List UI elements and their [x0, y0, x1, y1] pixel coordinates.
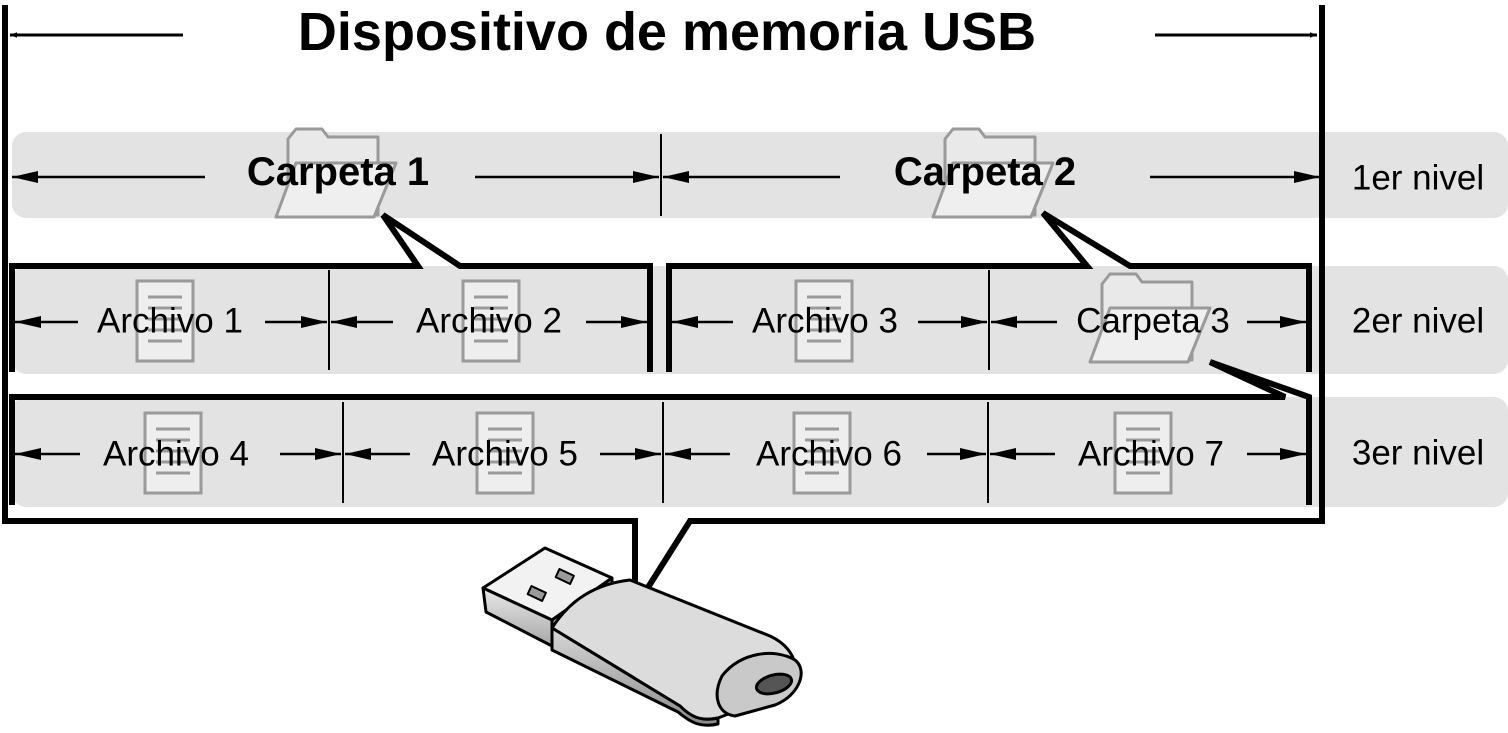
archivo-6-label: Archivo 6 [756, 434, 902, 474]
archivo-2-label: Archivo 2 [416, 301, 562, 341]
level-2-label: 2er nivel [1351, 301, 1485, 341]
carpeta-3-contents-frame [9, 359, 1312, 505]
archivo-1-label: Archivo 1 [97, 301, 243, 341]
carpeta-2-label: Carpeta 2 [893, 150, 1077, 194]
level-3-label: 3er nivel [1351, 433, 1485, 473]
archivo-7-label: Archivo 7 [1078, 434, 1224, 474]
carpeta-2-contents-frame [666, 210, 1312, 372]
usb-drive-icon [481, 546, 803, 727]
carpeta-3-label: Carpeta 3 [1076, 301, 1230, 341]
diagram-title: Dispositivo de memoria USB [297, 2, 1037, 62]
carpeta-1-contents-frame [9, 212, 653, 372]
level-1-band [12, 132, 1508, 218]
carpeta-1-label: Carpeta 1 [246, 150, 430, 194]
archivo-5-label: Archivo 5 [432, 434, 578, 474]
level-1-label: 1er nivel [1351, 158, 1485, 198]
archivo-4-label: Archivo 4 [103, 434, 249, 474]
archivo-3-label: Archivo 3 [752, 301, 898, 341]
